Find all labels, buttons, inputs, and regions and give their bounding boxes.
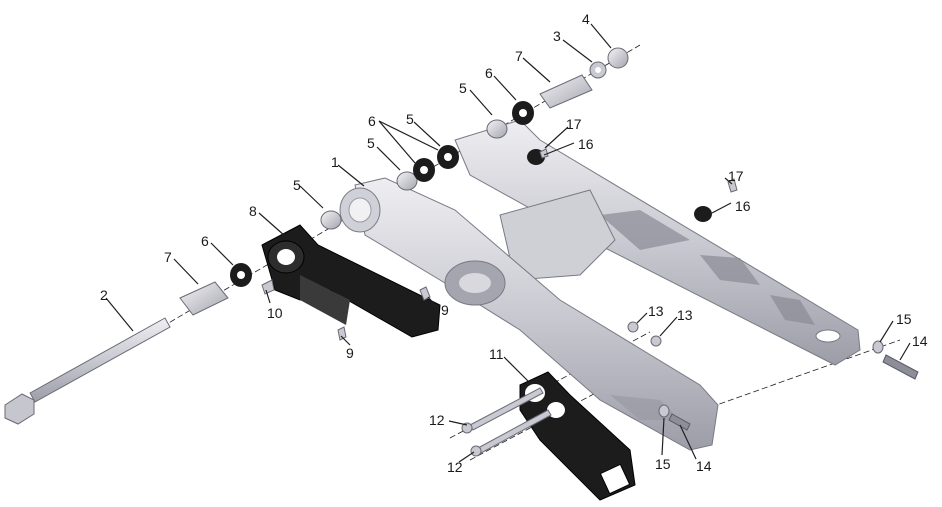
callout-5c: 5 bbox=[293, 177, 301, 193]
callout-7a: 7 bbox=[515, 48, 523, 64]
callout-8: 8 bbox=[249, 203, 257, 219]
washer bbox=[589, 61, 607, 79]
callout-14a: 14 bbox=[912, 333, 928, 349]
swingarm bbox=[339, 119, 861, 451]
callout-14b: 14 bbox=[696, 458, 712, 474]
bushings bbox=[320, 47, 629, 230]
spacer-sleeves bbox=[179, 74, 593, 316]
callout-5d: 5 bbox=[406, 111, 414, 127]
callout-9a: 9 bbox=[441, 302, 449, 318]
callout-13b: 13 bbox=[677, 307, 693, 323]
callout-16a: 16 bbox=[578, 136, 594, 152]
callout-4: 4 bbox=[582, 11, 590, 27]
callout-1: 1 bbox=[331, 154, 339, 170]
callout-5b: 5 bbox=[367, 135, 375, 151]
callout-11: 11 bbox=[489, 346, 504, 362]
callout-15a: 15 bbox=[896, 311, 912, 327]
callout-6b: 6 bbox=[485, 65, 493, 81]
callout-13a: 13 bbox=[648, 303, 664, 319]
callout-17b: 17 bbox=[728, 168, 744, 184]
small-hardware bbox=[261, 148, 919, 457]
callout-6a: 6 bbox=[368, 113, 376, 129]
callout-10: 10 bbox=[267, 305, 283, 321]
callout-12b: 12 bbox=[447, 459, 463, 475]
chain-guide bbox=[261, 224, 441, 338]
callout-labels: 1 2 3 4 5 5 5 5 6 6 6 7 7 8 9 9 10 11 12… bbox=[100, 11, 928, 475]
callout-6c: 6 bbox=[201, 233, 209, 249]
callout-16b: 16 bbox=[735, 198, 751, 214]
seals bbox=[230, 101, 534, 287]
callout-12a: 12 bbox=[429, 412, 445, 428]
pivot-bolt bbox=[4, 317, 171, 425]
callout-5a: 5 bbox=[459, 80, 467, 96]
callout-2: 2 bbox=[100, 287, 108, 303]
callout-3: 3 bbox=[553, 28, 561, 44]
callout-7b: 7 bbox=[164, 249, 172, 265]
callout-9b: 9 bbox=[346, 345, 354, 361]
leader-lines bbox=[105, 23, 911, 463]
callout-15b: 15 bbox=[655, 456, 671, 472]
callout-17a: 17 bbox=[566, 116, 582, 132]
